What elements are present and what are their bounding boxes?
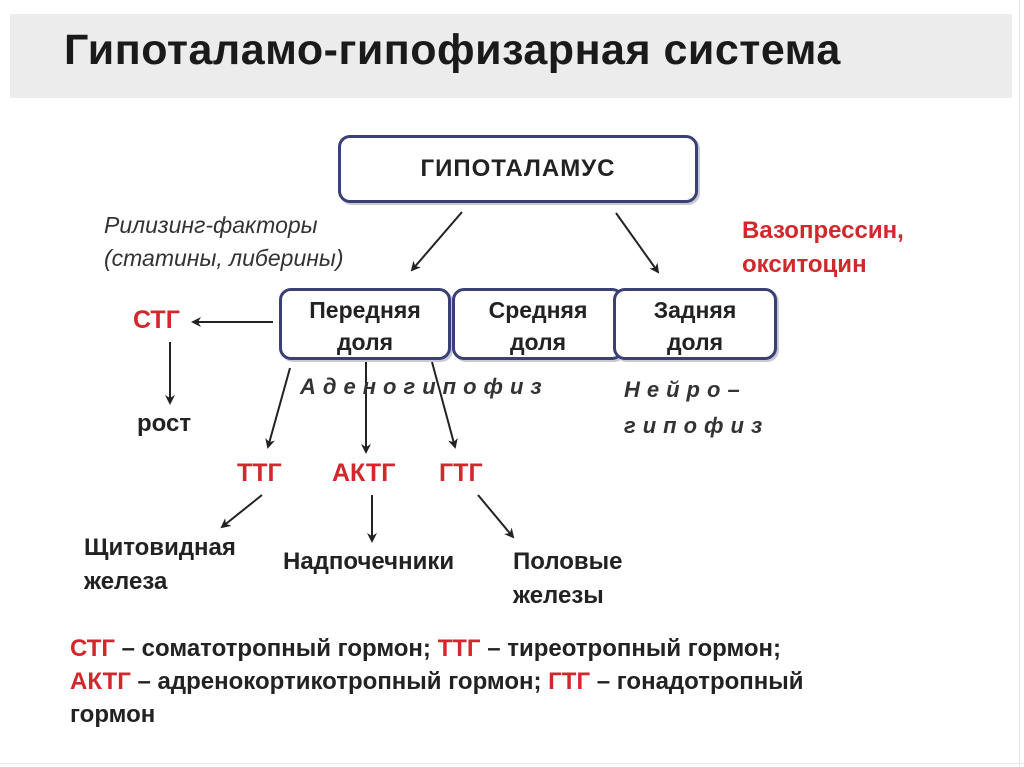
- hypothalamus-box: ГИПОТАЛАМУС: [338, 135, 698, 203]
- arrow-to-ttg: [265, 367, 291, 449]
- anterior-lobe-box: Передняя доля: [279, 288, 451, 360]
- arrow-ttg-to-thyroid: [220, 494, 263, 529]
- thyroid-label: Щитовидная железа: [84, 531, 236, 599]
- adenohypophysis-label: Аденогипофиз: [300, 374, 549, 399]
- legend-abbr: ТТГ: [437, 635, 481, 662]
- posterior-lobe-box: Задняя доля: [613, 288, 777, 360]
- legend-line-3: гормон: [70, 701, 156, 728]
- arrow-hyp-to-releasing: [410, 211, 463, 272]
- releasing-factors-label: Рилизинг-факторы (статины, либерины): [104, 209, 343, 275]
- target-line-1: Половые: [513, 548, 623, 575]
- frame-line: [1019, 0, 1020, 767]
- aktg-label: АКТГ: [332, 459, 396, 487]
- adrenals-label: Надпочечники: [283, 545, 454, 579]
- gtg-label: ГТГ: [439, 459, 483, 487]
- legend-def: – соматотропный гормон;: [115, 635, 438, 662]
- neurohypophysis-label: Нейро– гипофиз: [624, 372, 769, 444]
- arrow-to-gtg: [431, 361, 458, 449]
- target-line-1: Щитовидная: [84, 534, 236, 561]
- arrow-gtg-to-gonads: [477, 494, 515, 539]
- legend-line-1: СТГ – соматотропный гормон; ТТГ – тиреот…: [70, 632, 804, 665]
- legend-abbr: АКТГ: [70, 668, 131, 695]
- target-line-2: железы: [513, 582, 604, 609]
- legend-block: СТГ – соматотропный гормон; ТТГ – тиреот…: [70, 632, 804, 731]
- gonads-label: Половые железы: [513, 545, 623, 613]
- legend-def: – адренокортикотропный гормон;: [130, 668, 549, 695]
- legend-abbr: ГТГ: [548, 668, 591, 695]
- target-line-2: железа: [84, 568, 168, 595]
- frame-line: [0, 763, 1024, 764]
- ttg-label: ТТГ: [237, 459, 282, 487]
- lobe-line-2: доля: [509, 329, 567, 355]
- title-bar: [10, 14, 1012, 98]
- arrow-hyp-to-neuro: [615, 212, 660, 274]
- lobe-line-1: Задняя: [653, 297, 737, 323]
- growth-label: рост: [137, 410, 192, 437]
- neuro-line-1: Нейро–: [624, 377, 747, 402]
- middle-lobe-box: Средняя доля: [452, 288, 624, 360]
- releasing-line-1: Рилизинг-факторы: [104, 212, 318, 238]
- neuro-line-2: гипофиз: [624, 413, 770, 438]
- releasing-line-2: (статины, либерины): [104, 245, 344, 271]
- neuro-hormones-line-2: окситоцин: [742, 251, 867, 278]
- target-line-1: Надпочечники: [283, 548, 455, 575]
- lobe-line-1: Средняя: [488, 297, 588, 323]
- neuro-hormones-line-1: Вазопрессин,: [742, 217, 904, 244]
- legend-line-2: АКТГ – адренокортикотропный гормон; ГТГ …: [70, 665, 804, 698]
- vasopressin-oxytocin-label: Вазопрессин, окситоцин: [742, 214, 904, 282]
- lobe-line-1: Передняя: [309, 297, 421, 323]
- lobe-line-2: доля: [666, 329, 724, 355]
- lobe-line-2: доля: [336, 329, 394, 355]
- slide-title: Гипоталамо-гипофизарная система: [64, 26, 841, 74]
- legend-def: – гонадотропный: [590, 668, 804, 695]
- legend-def: – тиреотропный гормон;: [480, 635, 782, 662]
- legend-abbr: СТГ: [70, 635, 115, 662]
- stg-label: СТГ: [133, 306, 180, 334]
